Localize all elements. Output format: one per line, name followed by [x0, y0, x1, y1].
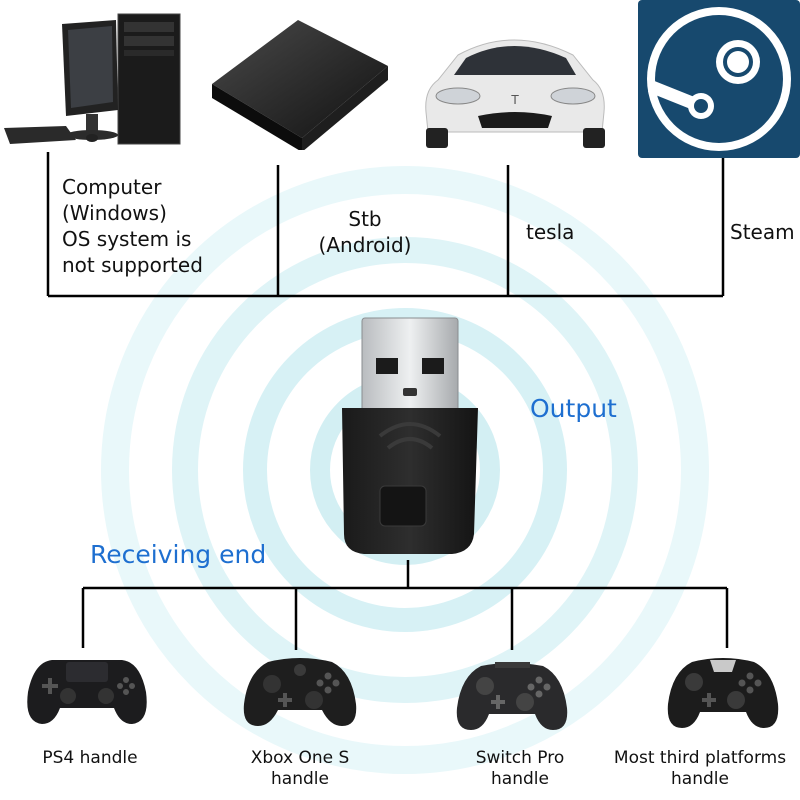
switch-pro-handle-label-line-1: Switch Pro — [475, 748, 565, 768]
xbox-handle-label-line-2: handle — [271, 769, 329, 789]
steam-label-text: Steam — [730, 220, 795, 244]
computer-label-line-2: (Windows) — [62, 201, 167, 225]
switch-pro-controller-image — [456, 662, 568, 730]
stb-box-image — [212, 20, 388, 150]
stb-label: Stb (Android) — [300, 206, 430, 258]
third-party-controller-image — [667, 658, 779, 728]
tesla-label-text: tesla — [526, 220, 575, 244]
steam-label: Steam — [730, 220, 795, 244]
computer-label-line-1: Computer — [62, 175, 162, 199]
third-party-handle-label-line-1: Most third platforms — [613, 748, 787, 768]
steam-logo — [638, 0, 800, 158]
xbox-handle-label: Xbox One S handle — [230, 748, 370, 790]
tesla-label: tesla — [526, 220, 574, 244]
switch-pro-handle-label: Switch Pro handle — [450, 748, 590, 790]
computer-label: Computer (Windows) OS system is not supp… — [62, 174, 203, 278]
computer-label-line-3: OS system is — [62, 227, 192, 251]
ps4-controller-image — [27, 660, 147, 724]
stb-label-line-1: Stb — [348, 207, 382, 231]
third-party-handle-label-line-2: handle — [671, 769, 729, 789]
computer-label-line-4: not supported — [62, 253, 203, 277]
receiving-end-label: Receiving end — [90, 540, 267, 569]
computer-image — [4, 13, 181, 145]
xbox-handle-label-line-1: Xbox One S — [250, 748, 350, 768]
ps4-handle-label: PS4 handle — [20, 748, 160, 769]
switch-pro-handle-label-line-2: handle — [491, 769, 549, 789]
output-label: Output — [530, 394, 617, 423]
svg-text:T: T — [510, 93, 519, 107]
ps4-handle-label-line-1: PS4 handle — [42, 748, 138, 768]
third-party-handle-label: Most third platforms handle — [600, 748, 800, 790]
xbox-controller-image — [243, 658, 357, 726]
usb-adapter-image — [342, 317, 478, 554]
tesla-car-image: T — [425, 39, 605, 148]
stb-label-line-2: (Android) — [318, 233, 412, 257]
